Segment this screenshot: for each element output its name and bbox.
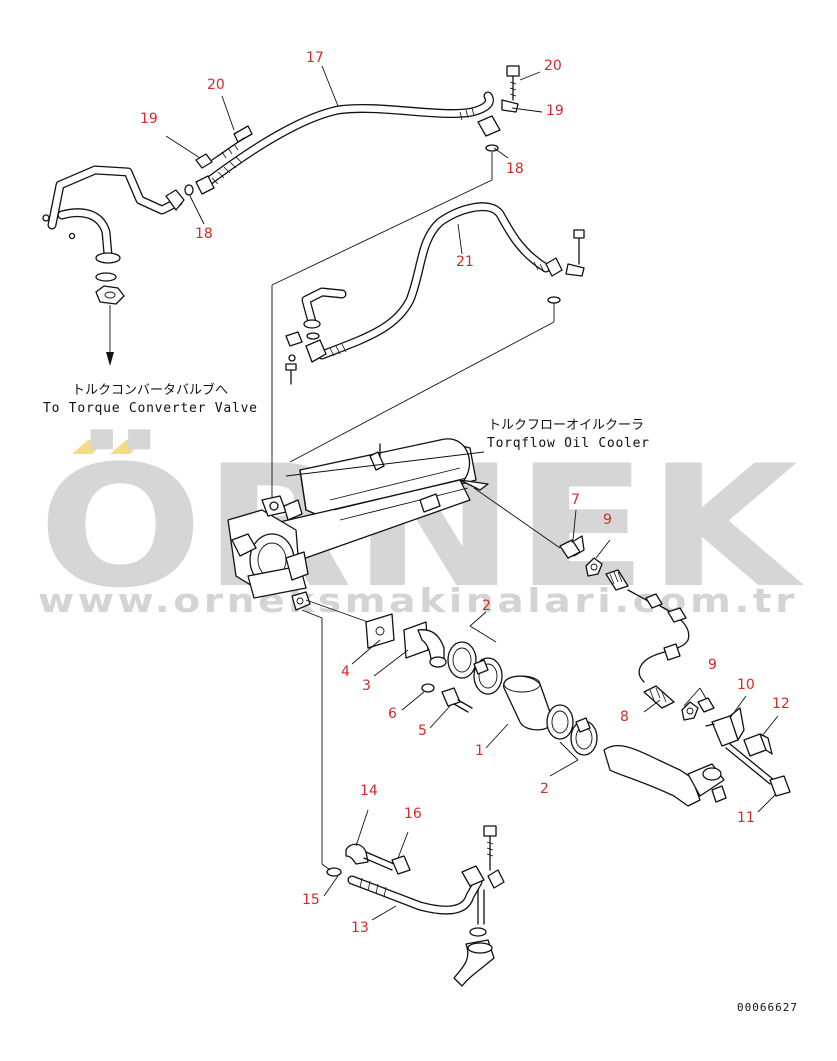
callout-20-left: 20 (207, 77, 225, 93)
callout-16: 16 (404, 806, 422, 822)
gasket-4 (365, 613, 395, 649)
caption-cooler-en: Torqflow Oil Cooler (487, 436, 649, 451)
bracket-10 (705, 707, 745, 747)
callout-15: 15 (302, 892, 320, 908)
watermark-accent-mark (110, 440, 144, 454)
callout-19-right: 19 (546, 103, 564, 119)
large-elbow-hose (603, 744, 727, 807)
callout-11: 11 (737, 810, 755, 826)
callout-12: 12 (772, 696, 790, 712)
nut-9-lower (681, 701, 699, 721)
callout-9-lower: 9 (708, 657, 717, 673)
callout-8: 8 (620, 709, 629, 725)
callout-21: 21 (456, 254, 474, 270)
bolt-20-left (195, 125, 253, 169)
callout-19-left: 19 (140, 111, 158, 127)
bolt-16 (363, 851, 411, 875)
torqflow-oil-cooler (227, 438, 489, 611)
callout-10: 10 (737, 677, 755, 693)
sleeve-8-lower (643, 685, 675, 709)
callout-2-lower: 2 (540, 781, 549, 797)
elbow-3 (403, 621, 447, 668)
callout-4: 4 (341, 664, 350, 680)
watermark-accent-mark (72, 440, 106, 454)
caption-converter-en: To Torque Converter Valve (43, 401, 257, 416)
clamp-2-lower (546, 704, 598, 756)
nut-9-upper (585, 557, 603, 577)
callout-2-upper: 2 (482, 598, 491, 614)
elbow-14 (345, 843, 369, 865)
callout-17: 17 (306, 50, 324, 66)
small-elbow-fitting (285, 287, 347, 385)
washer-6 (421, 683, 435, 693)
callout-9-upper: 9 (603, 512, 612, 528)
callout-7: 7 (571, 492, 580, 508)
hose-connector-route (627, 589, 690, 683)
elbow-pipe-to-converter (42, 165, 185, 305)
bolt-5 (441, 687, 473, 713)
callout-6: 6 (388, 706, 397, 722)
cap-12 (743, 733, 773, 757)
callout-14: 14 (360, 783, 378, 799)
bolt-20-right (485, 65, 520, 152)
callout-18-right: 18 (506, 161, 524, 177)
callout-5: 5 (418, 723, 427, 739)
caption-cooler-jp: トルクフローオイルクーラ (488, 418, 644, 433)
callout-13: 13 (351, 920, 369, 936)
washer-15 (326, 867, 342, 877)
bolt-11 (725, 743, 791, 797)
fitting-7 (559, 535, 585, 559)
callout-1: 1 (475, 743, 484, 759)
clamp-2-upper (447, 641, 503, 695)
hose-17 (184, 91, 501, 196)
callout-20-right: 20 (544, 58, 562, 74)
callout-3: 3 (362, 678, 371, 694)
sleeve-8-upper (605, 569, 629, 591)
hose-21 (305, 202, 585, 363)
caption-converter-jp: トルクコンバータバルブへ (72, 382, 228, 398)
sleeve-1 (503, 675, 553, 731)
drawing-code: 00066627 (737, 1001, 798, 1014)
callout-18-left: 18 (195, 226, 213, 242)
pipe-13 (347, 825, 505, 987)
